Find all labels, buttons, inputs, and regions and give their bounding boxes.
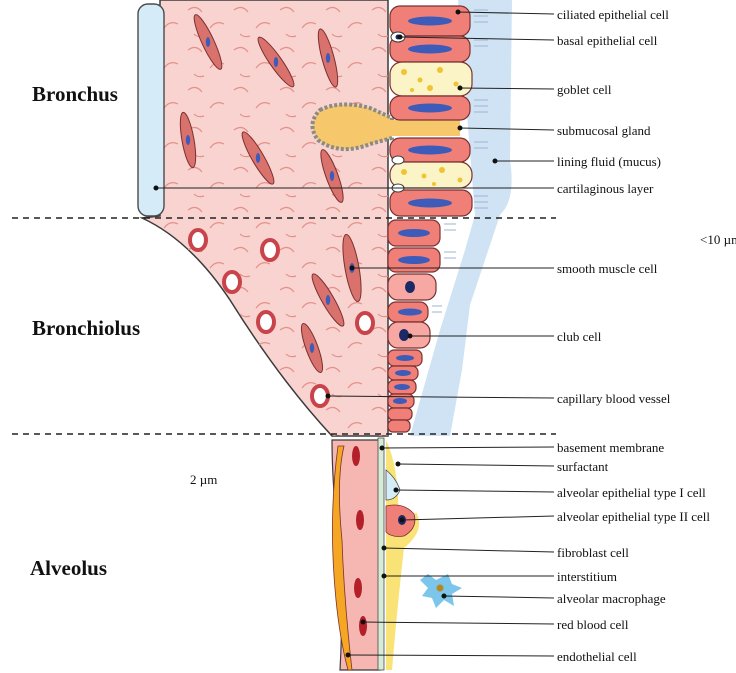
label-alveolar-type-2: alveolar epithelial type II cell: [557, 509, 710, 525]
region-alveolus: Alveolus: [30, 556, 107, 581]
label-basal-epithelial-cell: basal epithelial cell: [557, 33, 657, 49]
scale-lower: 2 µm: [190, 472, 217, 488]
region-bronchiolus: Bronchiolus: [32, 316, 140, 341]
macrophage-nucleus: [437, 585, 444, 592]
label-club-cell: club cell: [557, 329, 601, 345]
label-goblet-cell: goblet cell: [557, 82, 612, 98]
label-endothelial-cell: endothelial cell: [557, 649, 637, 665]
label-red-blood-cell: red blood cell: [557, 617, 628, 633]
label-fibroblast-cell: fibroblast cell: [557, 545, 629, 561]
label-basement-membrane: basement membrane: [557, 440, 664, 456]
label-surfactant: surfactant: [557, 459, 608, 475]
label-smooth-muscle-cell: smooth muscle cell: [557, 261, 657, 277]
label-capillary-blood-vessel: capillary blood vessel: [557, 391, 670, 407]
label-alveolar-type-1: alveolar epithelial type I cell: [557, 485, 706, 501]
label-alveolar-macrophage: alveolar macrophage: [557, 591, 666, 607]
label-interstitium: interstitium: [557, 569, 617, 585]
basement-membrane: [378, 438, 384, 670]
label-ciliated-epithelial-cell: ciliated epithelial cell: [557, 7, 669, 23]
cartilage-layer: [138, 4, 164, 216]
label-submucosal-gland: submucosal gland: [557, 123, 651, 139]
scale-upper: <10 µm: [700, 232, 736, 248]
label-cartilaginous-layer: cartilaginous layer: [557, 181, 653, 197]
label-lining-fluid: lining fluid (mucus): [557, 154, 661, 170]
region-bronchus: Bronchus: [32, 82, 118, 107]
